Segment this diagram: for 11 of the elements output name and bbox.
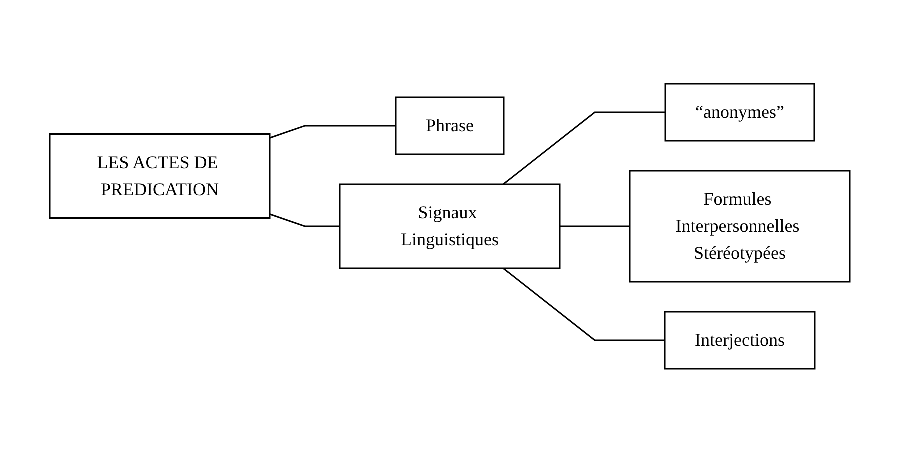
node-box: “anonymes”	[664, 83, 815, 142]
node-box: Formules Interpersonnelles Stéréotypées	[628, 170, 850, 283]
node-box: Phrase	[394, 96, 504, 156]
connector	[502, 268, 665, 342]
connector	[560, 226, 630, 228]
connector	[269, 214, 340, 228]
node-box: Interjections	[664, 311, 816, 370]
node-box: Signaux Linguistiques	[338, 184, 560, 270]
connector	[502, 112, 666, 186]
node-box: LES ACTES DE PREDICATION	[48, 134, 270, 219]
connector	[269, 125, 396, 139]
